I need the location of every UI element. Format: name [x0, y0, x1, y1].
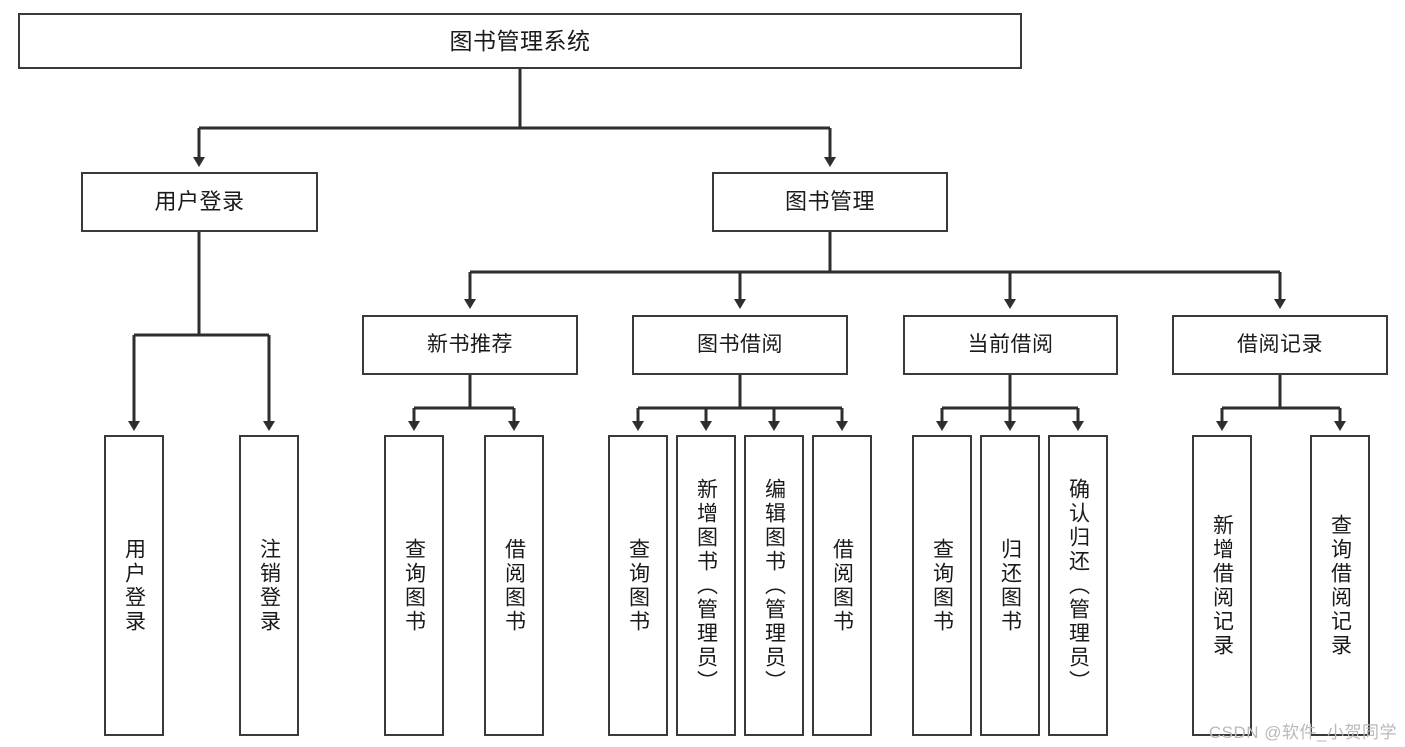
- leaf-record-add-record[interactable]: 新增借阅记录: [1192, 435, 1252, 736]
- node-borrow-record[interactable]: 借阅记录: [1172, 315, 1388, 375]
- leaf-inner: 新增借阅记录: [1194, 437, 1250, 734]
- node-label: 新增图书（管理员）: [694, 477, 718, 694]
- leaf-user-login-logout[interactable]: 注销登录: [239, 435, 299, 736]
- leaf-inner: 确认归还（管理员）: [1050, 437, 1106, 734]
- node-label: 借阅记录: [1237, 333, 1323, 357]
- node-new-book-recommend[interactable]: 新书推荐: [362, 315, 578, 375]
- node-label: 图书管理: [784, 188, 875, 214]
- leaf-current-return-book[interactable]: 归还图书: [980, 435, 1040, 736]
- leaf-inner: 用户登录: [106, 437, 162, 734]
- node-book-borrow[interactable]: 图书借阅: [632, 315, 848, 375]
- leaf-inner: 新增图书（管理员）: [678, 437, 734, 734]
- node-label: 借阅图书: [830, 537, 854, 634]
- node-label: 编辑图书（管理员）: [762, 477, 786, 694]
- leaf-borrow-borrow-book[interactable]: 借阅图书: [812, 435, 872, 736]
- node-label: 图书管理系统: [449, 27, 591, 54]
- node-label: 归还图书: [998, 537, 1022, 634]
- node-label: 查询图书: [930, 537, 954, 634]
- node-label: 用户登录: [122, 537, 146, 634]
- node-label: 新书推荐: [427, 333, 513, 357]
- node-book-management[interactable]: 图书管理: [712, 172, 948, 232]
- leaf-borrow-add-book-admin[interactable]: 新增图书（管理员）: [676, 435, 736, 736]
- leaf-borrow-query-book[interactable]: 查询图书: [608, 435, 668, 736]
- leaf-inner: 编辑图书（管理员）: [746, 437, 802, 734]
- leaf-current-query-book[interactable]: 查询图书: [912, 435, 972, 736]
- leaf-current-confirm-return-admin[interactable]: 确认归还（管理员）: [1048, 435, 1108, 736]
- leaf-user-login-signin[interactable]: 用户登录: [104, 435, 164, 736]
- node-label: 用户登录: [154, 188, 245, 214]
- node-label: 借阅图书: [502, 537, 526, 634]
- leaf-record-query-record[interactable]: 查询借阅记录: [1310, 435, 1370, 736]
- leaf-recommend-borrow-book[interactable]: 借阅图书: [484, 435, 544, 736]
- leaf-inner: 查询图书: [386, 437, 442, 734]
- leaf-inner: 查询图书: [914, 437, 970, 734]
- node-root-system[interactable]: 图书管理系统: [18, 13, 1022, 69]
- node-label: 查询图书: [402, 537, 426, 634]
- leaf-inner: 归还图书: [982, 437, 1038, 734]
- node-label: 确认归还（管理员）: [1066, 477, 1090, 694]
- leaf-inner: 借阅图书: [814, 437, 870, 734]
- leaf-inner: 查询图书: [610, 437, 666, 734]
- leaf-inner: 借阅图书: [486, 437, 542, 734]
- node-label: 图书借阅: [697, 333, 783, 357]
- leaf-recommend-query-book[interactable]: 查询图书: [384, 435, 444, 736]
- leaf-inner: 注销登录: [241, 437, 297, 734]
- node-label: 注销登录: [257, 537, 281, 634]
- node-label: 当前借阅: [967, 333, 1054, 357]
- watermark: CSDN @软件_小贺同学: [1208, 723, 1397, 742]
- node-user-login[interactable]: 用户登录: [81, 172, 318, 232]
- node-label: 新增借阅记录: [1210, 513, 1234, 658]
- node-label: 查询图书: [626, 537, 650, 634]
- node-label: 查询借阅记录: [1328, 513, 1352, 658]
- leaf-borrow-edit-book-admin[interactable]: 编辑图书（管理员）: [744, 435, 804, 736]
- leaf-inner: 查询借阅记录: [1312, 437, 1368, 734]
- node-current-borrow[interactable]: 当前借阅: [903, 315, 1118, 375]
